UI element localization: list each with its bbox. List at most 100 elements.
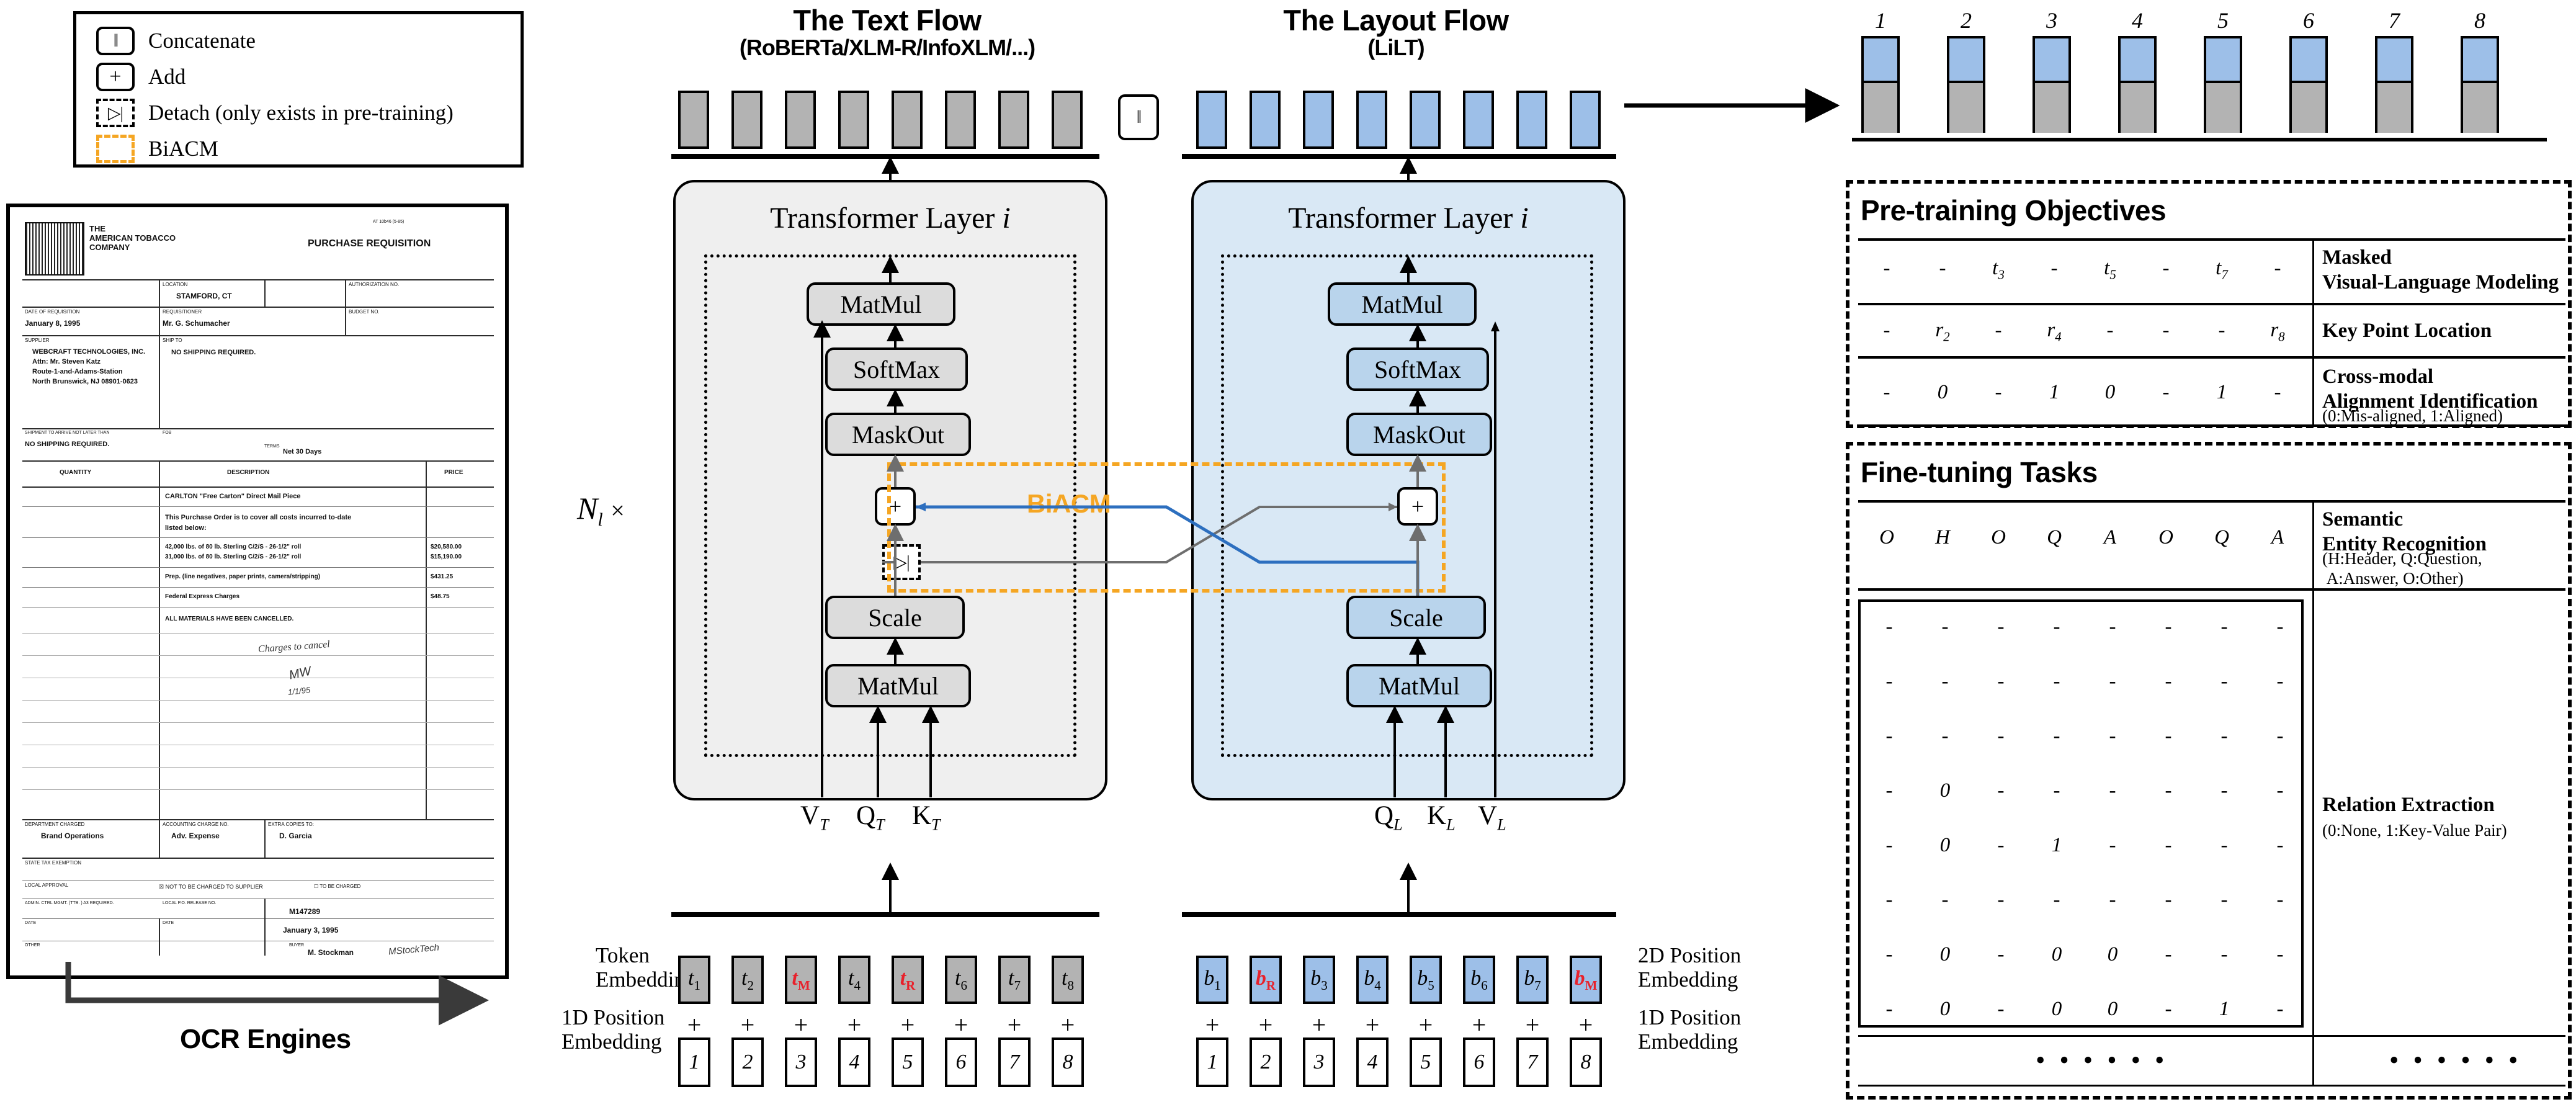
output-index: 4	[2132, 8, 2143, 33]
re-cell: -	[2220, 834, 2228, 856]
re-cell: -	[2220, 725, 2228, 747]
doc-footer-label: DEPARTMENT CHARGED	[25, 822, 85, 827]
doc-field-value: Net 30 Days	[283, 448, 322, 455]
output-arrow	[1624, 88, 1840, 123]
re-cell: -	[2109, 725, 2116, 747]
layout-plus-sign: +	[1418, 1011, 1433, 1039]
output-index: 7	[2389, 8, 2400, 33]
re-cell: -	[2053, 779, 2060, 802]
output-index: 5	[2217, 8, 2229, 33]
ser-cell: H	[1935, 526, 1950, 549]
doc-rule	[22, 655, 494, 656]
output-block	[1861, 36, 1900, 133]
doc-footer-label: LOCAL P.O. RELEASE NO.	[163, 901, 217, 905]
output-block-layout-part	[2377, 38, 2411, 83]
doc-handwriting-date: 1/1/95	[287, 685, 311, 697]
token-text: t7	[1008, 966, 1021, 993]
token-text: tR	[900, 966, 916, 993]
text-input-baseline	[671, 912, 1099, 917]
layout-input-v: VL	[1478, 801, 1506, 834]
re-task-name: Relation Extraction	[2322, 794, 2495, 816]
output-block-text-part	[1949, 83, 1983, 133]
doc-footer-label: DATE	[163, 921, 174, 925]
text-plus-sign: +	[1007, 1011, 1022, 1039]
re-cell: -	[1997, 834, 2005, 856]
legend-label-biacm: BiACM	[148, 137, 218, 161]
doc-footer-label: ADMIN. CTRL MGMT. (TTB. ) A3 REQUIRED.	[25, 901, 114, 905]
finetuning-title: Fine-tuning Tasks	[1861, 456, 2098, 488]
doc-ref-no: AT 10b46 (5-85)	[373, 220, 405, 224]
re-cell: -	[2276, 998, 2284, 1020]
output-block-layout-part	[2463, 38, 2497, 83]
layout-strip-token	[1570, 91, 1601, 149]
doc-rule	[22, 633, 494, 634]
re-cell: 0	[1939, 834, 1951, 856]
pretraining-cell: -	[2162, 319, 2170, 341]
re-cell: -	[2276, 834, 2284, 856]
pretraining-cell: -	[2218, 319, 2225, 341]
text-strip-token	[785, 91, 816, 149]
legend-item-biacm: BiACM	[87, 131, 509, 167]
output-block	[2204, 36, 2242, 133]
output-index: 2	[1961, 8, 1972, 33]
layout-strip-token	[1410, 91, 1441, 149]
doc-divider	[264, 819, 266, 858]
re-cell: -	[1885, 998, 1893, 1020]
layer-repeat-label: Nl ×	[577, 490, 625, 531]
text-position-cell: 5	[892, 1038, 924, 1087]
token-text: b4	[1364, 966, 1381, 993]
re-cell: 0	[1939, 943, 1951, 966]
doc-divider	[159, 819, 160, 858]
doc-footer-label: LOCAL APPROVAL	[25, 882, 69, 888]
legend-label-concatenate: Concatenate	[148, 29, 256, 53]
text-input-k: KT	[912, 801, 941, 834]
layout-position-cell: 3	[1303, 1038, 1335, 1087]
pretraining-cell: -	[1995, 381, 2002, 403]
doc-field-value: STAMFORD, CT	[176, 292, 232, 300]
doc-row-desc: CARLTON "Free Carton" Direct Mail Piece	[165, 493, 301, 500]
layout-input-baseline	[1182, 912, 1616, 917]
pretraining-cell: -	[2106, 319, 2114, 341]
token-text: b6	[1470, 966, 1488, 993]
doc-rule	[22, 722, 494, 723]
pretraining-cell: -	[1883, 257, 1890, 279]
re-cell: -	[1997, 889, 2005, 911]
doc-divider	[159, 335, 160, 428]
re-cell: 0	[1939, 998, 1951, 1020]
token-text: t6	[955, 966, 967, 993]
ser-cell: Q	[2047, 526, 2062, 549]
token-text: bM	[1574, 966, 1598, 993]
concatenate-symbol: ‖	[1136, 107, 1142, 127]
pretraining-cell: t7	[2216, 257, 2228, 282]
output-block-layout-part	[1949, 38, 1983, 83]
re-cell: -	[1885, 834, 1893, 856]
rule	[1858, 588, 2565, 591]
text-add-node: +	[875, 487, 916, 526]
text-plus-sign: +	[1060, 1011, 1075, 1039]
re-cell: -	[2165, 670, 2172, 692]
re-cell: -	[1941, 616, 1949, 638]
layout-position-cell: 7	[1516, 1038, 1549, 1087]
token-text: t4	[848, 966, 861, 993]
doc-col-description: DESCRIPTION	[227, 469, 270, 476]
text-flow-title: The Text Flow (RoBERTa/XLM-R/InfoXLM/...…	[670, 5, 1104, 60]
re-cell: -	[2165, 943, 2172, 966]
output-block	[2461, 36, 2499, 133]
token-text: b7	[1524, 966, 1541, 993]
output-block-text-part	[2463, 83, 2497, 133]
text-token-cell: t6	[945, 956, 977, 1004]
layout-op-maskout: MaskOut	[1346, 413, 1492, 456]
re-cell: -	[2165, 616, 2172, 638]
re-cell: -	[1885, 616, 1893, 638]
doc-row-desc: Federal Express Charges	[165, 593, 240, 600]
rule	[1858, 424, 2565, 427]
text-op-scale: Scale	[825, 596, 965, 639]
re-cell: -	[1941, 889, 1949, 911]
pretraining-cell: 1	[2049, 381, 2060, 403]
text-plus-sign: +	[900, 1011, 915, 1039]
re-cell: 0	[2051, 943, 2062, 966]
re-cell: -	[1997, 998, 2005, 1020]
re-cell: -	[2165, 725, 2172, 747]
doc-field-label: BUDGET NO.	[349, 309, 380, 315]
